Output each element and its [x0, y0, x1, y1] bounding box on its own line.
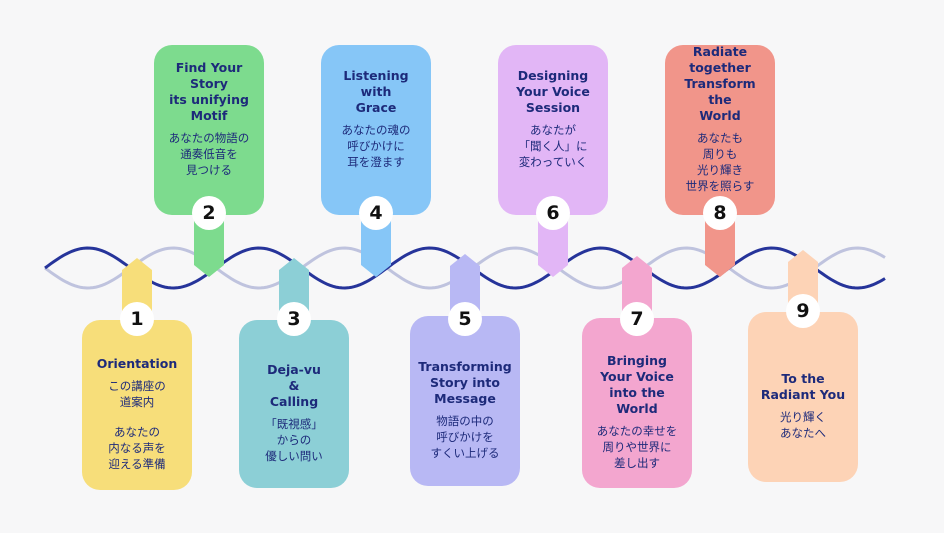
step-3-description: 「既視感」 からの 優しい問い — [265, 417, 323, 463]
step-9-card: To the Radiant You 光り輝く あなたへ — [748, 312, 858, 482]
step-8-title: Radiate together Transform the World — [684, 44, 756, 123]
step-8-description: あなたも 周りも 光り輝き 世界を照らす — [685, 131, 755, 193]
step-4-description: あなたの魂の 呼びかけに 耳を澄ます — [341, 123, 411, 169]
step-9-number: 9 — [786, 294, 820, 328]
step-3-number: 3 — [277, 302, 311, 336]
step-6-description: あなたが 「聞く人」に 変わっていく — [518, 123, 588, 169]
step-6-card: Designing Your Voice Session あなたが 「聞く人」に … — [498, 45, 608, 215]
step-3-title: Deja-vu & Calling — [267, 362, 321, 409]
step-8-number: 8 — [703, 196, 737, 230]
step-1-description: あなたの 内なる声を 迎える準備 — [108, 425, 166, 471]
step-7-number: 7 — [620, 302, 654, 336]
step-1-card: Orientation この講座の 道案内あなたの 内なる声を 迎える準備 — [82, 320, 192, 490]
step-1-description: この講座の 道案内 — [108, 379, 166, 409]
step-1-number: 1 — [120, 302, 154, 336]
step-4-number: 4 — [359, 196, 393, 230]
step-1-title: Orientation — [96, 356, 178, 371]
step-5-number: 5 — [448, 302, 482, 336]
step-5-description: 物語の中の 呼びかけを すくい上げる — [430, 414, 500, 460]
step-2-card: Find Your Story its unifying Motif あなたの物語… — [154, 45, 264, 215]
step-6-number: 6 — [536, 196, 570, 230]
step-7-title: Bringing Your Voice into the World — [600, 353, 674, 416]
step-7-card: Bringing Your Voice into the World あなたの幸せ… — [582, 318, 692, 488]
step-9-title: To the Radiant You — [760, 371, 846, 402]
step-2-title: Find Your Story its unifying Motif — [169, 60, 249, 123]
step-2-description: あなたの物語の 通奏低音を 見つける — [168, 131, 250, 177]
step-5-card: Transforming Story into Message 物語の中の 呼びか… — [410, 316, 520, 486]
step-6-title: Designing Your Voice Session — [516, 68, 590, 115]
step-8-card: Radiate together Transform the World あなたも… — [665, 44, 775, 215]
step-4-title: Listening with Grace — [343, 68, 409, 115]
step-9-description: 光り輝く あなたへ — [780, 410, 826, 440]
step-2-number: 2 — [192, 196, 226, 230]
step-7-description: あなたの幸せを 周りや世界に 差し出す — [596, 424, 678, 470]
step-4-card: Listening with Grace あなたの魂の 呼びかけに 耳を澄ます — [321, 45, 431, 215]
step-5-title: Transforming Story into Message — [418, 359, 512, 406]
step-3-card: Deja-vu & Calling 「既視感」 からの 優しい問い — [239, 320, 349, 488]
